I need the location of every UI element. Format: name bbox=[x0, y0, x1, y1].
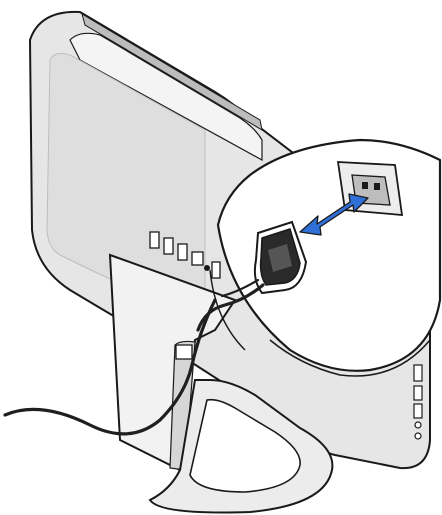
port-icon bbox=[212, 262, 220, 278]
audio-port-icon bbox=[204, 265, 210, 271]
usb-port-icon bbox=[414, 386, 422, 400]
usb-port-icon bbox=[164, 238, 173, 254]
card-reader-icon bbox=[414, 365, 422, 381]
usb-port-icon bbox=[150, 232, 159, 248]
audio-jack-icon bbox=[415, 433, 421, 439]
ethernet-port-icon bbox=[192, 252, 203, 265]
usb-port-icon bbox=[178, 244, 187, 260]
cable-clip-icon bbox=[176, 345, 192, 359]
usb-port-icon bbox=[414, 404, 422, 418]
audio-jack-icon bbox=[415, 422, 421, 428]
